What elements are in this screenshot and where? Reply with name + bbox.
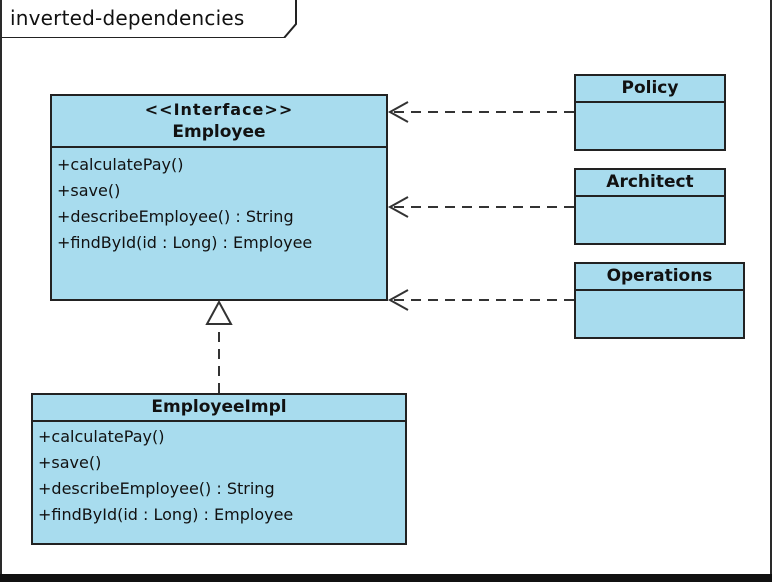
class-employee-impl[interactable]: EmployeeImpl +calculatePay() +save() +de…: [31, 393, 407, 545]
class-policy[interactable]: Policy: [574, 74, 726, 151]
class-architect-header: Architect: [576, 170, 724, 197]
frame-tab-outline: [0, 0, 297, 38]
frame-title: inverted-dependencies: [10, 6, 245, 30]
operation: +calculatePay(): [57, 155, 184, 174]
class-employee-impl-operations: +calculatePay() +save() +describeEmploye…: [33, 422, 405, 528]
class-employee-impl-header: EmployeeImpl: [33, 395, 405, 422]
frame-tab: inverted-dependencies: [0, 0, 298, 38]
class-operations[interactable]: Operations: [574, 262, 745, 339]
class-employee-header: <<Interface>> Employee: [52, 96, 386, 148]
class-operations-header: Operations: [576, 264, 743, 291]
realization-triangle: [205, 299, 233, 325]
operation: +findById(id : Long) : Employee: [38, 505, 294, 524]
dependency-arrowhead-operations: [387, 289, 409, 311]
operation: +describeEmployee() : String: [38, 479, 275, 498]
class-policy-name: Policy: [621, 78, 679, 98]
operation: +save(): [38, 453, 102, 472]
class-employee-stereotype: <<Interface>>: [144, 100, 294, 119]
class-employee-name: Employee: [172, 122, 266, 142]
operation: +save(): [57, 181, 121, 200]
class-architect[interactable]: Architect: [574, 168, 726, 245]
dependency-arrowhead-policy: [387, 101, 409, 123]
operation: +calculatePay(): [38, 427, 165, 446]
bottom-bar: [0, 574, 772, 582]
operation: +describeEmployee() : String: [57, 207, 294, 226]
dependency-arrowhead-architect: [387, 196, 409, 218]
class-policy-header: Policy: [576, 76, 724, 103]
class-employee[interactable]: <<Interface>> Employee +calculatePay() +…: [50, 94, 388, 301]
operation: +findById(id : Long) : Employee: [57, 233, 313, 252]
class-operations-name: Operations: [606, 266, 713, 286]
class-architect-name: Architect: [606, 172, 694, 192]
class-employee-impl-name: EmployeeImpl: [151, 397, 287, 417]
class-employee-operations: +calculatePay() +save() +describeEmploye…: [52, 148, 386, 256]
